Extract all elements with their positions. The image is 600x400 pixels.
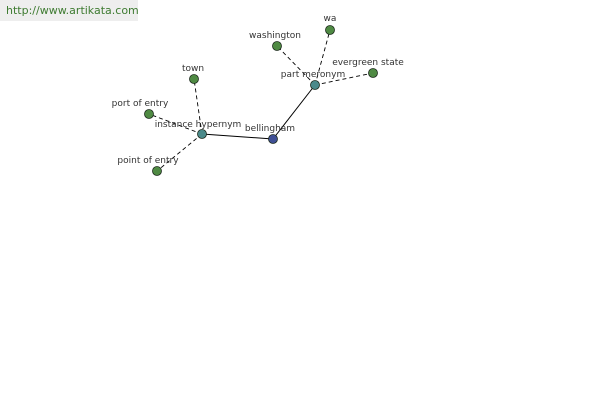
- node-label-part-meronym: part meronym: [281, 70, 345, 80]
- node-dot-washington[interactable]: [272, 41, 282, 51]
- node-label-instance-hypernym: instance hypernym: [155, 120, 242, 130]
- node-evergreen-state[interactable]: evergreen state: [332, 58, 404, 78]
- node-instance-hypernym[interactable]: instance hypernym: [155, 120, 242, 139]
- edge-bellingham-to-instance-hypernym: [201, 133, 274, 140]
- node-bellingham[interactable]: bellingham: [245, 124, 295, 144]
- node-point-of-entry[interactable]: point of entry: [117, 156, 179, 176]
- node-part-meronym[interactable]: part meronym: [281, 70, 345, 90]
- node-dot-port-of-entry[interactable]: [144, 109, 154, 119]
- node-town[interactable]: town: [182, 64, 204, 84]
- node-wa[interactable]: wa: [324, 14, 337, 35]
- node-label-wa: wa: [324, 14, 337, 24]
- edge-instance-hypernym-to-point-of-entry: [156, 133, 203, 172]
- edge-bellingham-to-part-meronym: [272, 84, 316, 140]
- watermark-link[interactable]: http://www.artikata.com: [0, 0, 139, 21]
- node-dot-bellingham[interactable]: [268, 134, 278, 144]
- edge-part-meronym-to-washington: [276, 45, 316, 86]
- node-dot-point-of-entry[interactable]: [152, 166, 162, 176]
- node-dot-instance-hypernym[interactable]: [197, 129, 207, 139]
- node-dot-part-meronym[interactable]: [310, 80, 320, 90]
- node-dot-evergreen-state[interactable]: [368, 68, 378, 78]
- edge-part-meronym-to-wa: [314, 29, 331, 86]
- node-port-of-entry[interactable]: port of entry: [112, 99, 169, 119]
- edge-instance-hypernym-to-port-of-entry: [148, 113, 203, 135]
- graph-edges: [148, 29, 374, 172]
- node-label-evergreen-state: evergreen state: [332, 58, 404, 68]
- node-label-point-of-entry: point of entry: [117, 156, 179, 166]
- node-label-washington: washington: [249, 31, 301, 41]
- node-dot-wa[interactable]: [325, 25, 335, 35]
- node-label-town: town: [182, 64, 204, 74]
- edge-instance-hypernym-to-town: [193, 78, 203, 135]
- node-label-port-of-entry: port of entry: [112, 99, 169, 109]
- node-dot-town[interactable]: [189, 74, 199, 84]
- edge-part-meronym-to-evergreen-state: [314, 72, 374, 86]
- node-label-bellingham: bellingham: [245, 124, 295, 134]
- node-washington[interactable]: washington: [249, 31, 301, 51]
